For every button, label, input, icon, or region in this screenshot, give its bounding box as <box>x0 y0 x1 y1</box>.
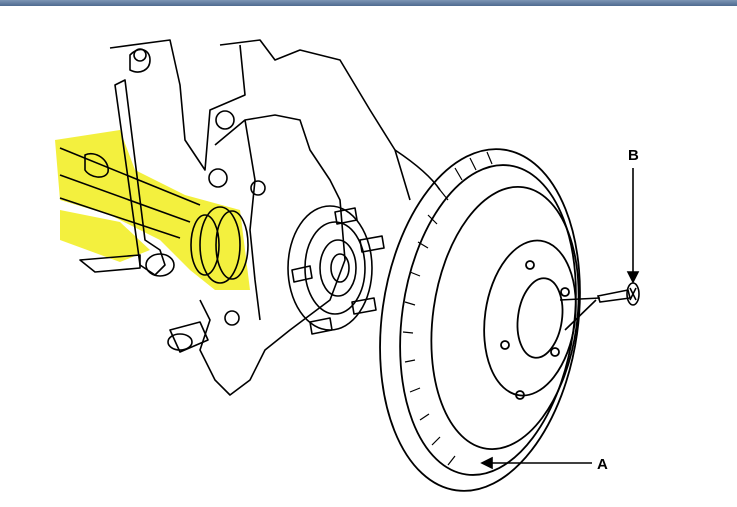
label-leaders <box>480 168 640 470</box>
brake-rotor-diagram: B A <box>55 39 640 492</box>
highlighted-drive-shaft <box>55 130 250 290</box>
label-a: A <box>597 456 608 473</box>
label-b: B <box>628 147 639 164</box>
window-title-bar <box>0 0 737 6</box>
brake-rotor <box>379 148 581 492</box>
steering-knuckle <box>59 39 441 396</box>
rotor-screw <box>559 282 640 331</box>
